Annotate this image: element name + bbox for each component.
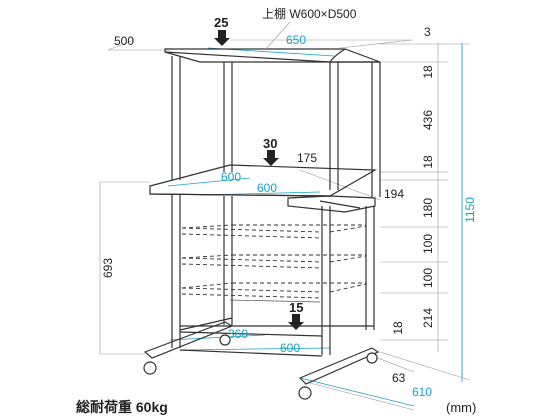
load-arrows xyxy=(214,30,304,330)
dim-h-180: 180 xyxy=(421,198,435,218)
dim-desk-h: 693 xyxy=(101,258,115,278)
dim-h-100b: 100 xyxy=(421,268,435,288)
unit-label: (mm) xyxy=(446,400,476,415)
top-shelf-label: 上棚 W600×D500 xyxy=(262,6,357,21)
left-base xyxy=(143,321,234,359)
dim-h-18c: 18 xyxy=(391,321,405,335)
caster-front-right xyxy=(298,386,312,400)
down-arrow-icon xyxy=(288,314,304,330)
right-base xyxy=(298,347,380,385)
down-arrow-icon xyxy=(263,150,279,166)
total-load-label: 総耐荷重 60kg xyxy=(76,399,168,415)
caster-front-left xyxy=(143,361,157,375)
dim-bottom-width: 600 xyxy=(280,341,300,355)
dim-desk-depth: 600 xyxy=(221,170,241,184)
desk-surface xyxy=(149,164,378,197)
load-bottom: 15 xyxy=(289,300,303,315)
dim-h-3: 3 xyxy=(424,25,431,39)
load-middle: 30 xyxy=(263,136,277,151)
caster-back-left xyxy=(219,334,231,346)
dim-h-100a: 100 xyxy=(421,234,435,254)
dim-mouse-table: 175 xyxy=(297,151,317,165)
dim-total-h: 1150 xyxy=(463,197,477,223)
casters xyxy=(143,334,378,400)
dim-h-18a: 18 xyxy=(421,65,435,79)
caster-back-right xyxy=(366,352,378,364)
dim-desk-width: 600 xyxy=(257,181,277,195)
top-shelf xyxy=(164,48,381,63)
dim-bottom-depth: 360 xyxy=(228,327,248,341)
dim-caster-h: 63 xyxy=(392,371,406,385)
dim-h-18b: 18 xyxy=(421,155,435,169)
down-arrow-icon xyxy=(214,30,230,46)
dim-h-214: 214 xyxy=(421,308,435,328)
dim-h-436: 436 xyxy=(421,110,435,130)
dim-top-width: 650 xyxy=(286,33,306,47)
desk-frame xyxy=(143,48,381,385)
dim-mouse-table-w: 194 xyxy=(384,187,404,201)
mouse-table xyxy=(287,195,376,213)
dim-base-width: 610 xyxy=(412,385,432,399)
load-top: 25 xyxy=(214,15,228,30)
dim-top-depth: 500 xyxy=(114,34,134,48)
